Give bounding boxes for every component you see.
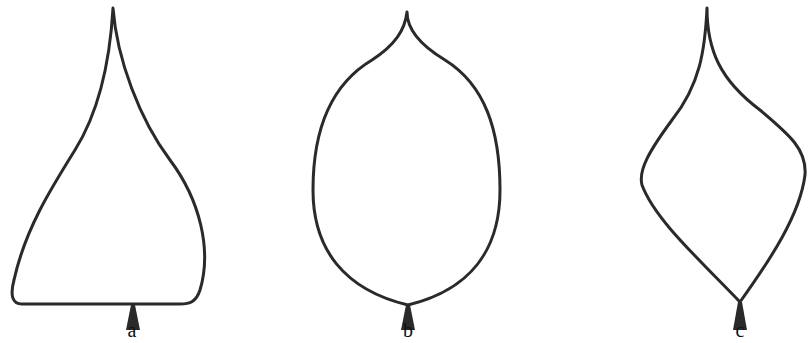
figure-label: b: [403, 320, 413, 340]
leaf-outline-a: [12, 8, 205, 304]
figure-label: c: [736, 320, 745, 340]
figure-label: a: [128, 320, 137, 340]
leaf-outline-c: [641, 8, 805, 302]
leaf-outline-b: [313, 12, 500, 305]
